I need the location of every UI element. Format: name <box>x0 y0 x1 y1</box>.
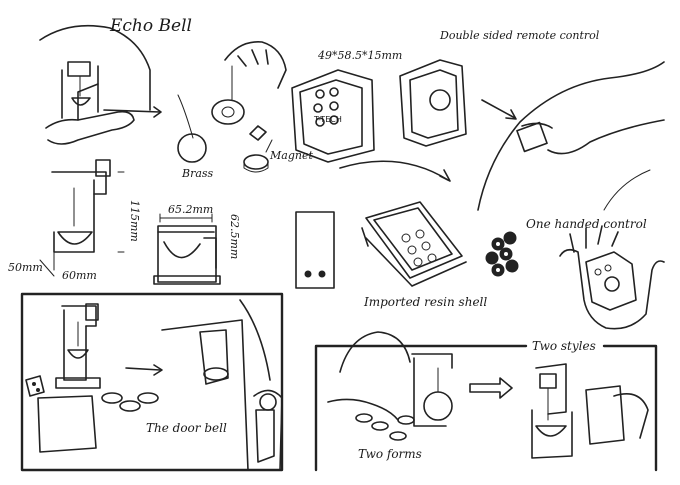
buttons-cluster-sketch <box>485 231 519 277</box>
front-dimension-view <box>39 159 125 277</box>
remote-brand-label: T-TECH <box>314 115 342 124</box>
two-styles-label: Two styles <box>532 339 596 353</box>
height-dim-label: 115mm <box>128 200 141 242</box>
hand-with-magnet-sketch <box>211 41 287 173</box>
door-bell-sketch <box>25 299 283 471</box>
magnet-label: Magnet <box>270 149 313 162</box>
remote-back-sketch <box>399 59 467 147</box>
depth-dim-label: 50mm <box>8 261 43 274</box>
arrow-to-wrist <box>481 99 517 120</box>
shell-plate-sketch <box>295 211 335 289</box>
arrow-to-brass <box>103 106 162 118</box>
width-dim-label: 60mm <box>62 269 97 282</box>
page-title: Echo Bell <box>110 16 192 36</box>
one-handed-control-sketch <box>559 225 665 330</box>
door-bell-label: The door bell <box>146 421 227 435</box>
brass-pendant-sketch <box>177 94 207 163</box>
remote-dims-label: 49*58.5*15mm <box>318 49 403 62</box>
magnet-arrow <box>265 139 273 153</box>
side-dimension-view <box>153 213 221 285</box>
hand-holding-bell-sketch <box>39 24 151 145</box>
two-styles-frame <box>314 344 658 472</box>
curved-arrow-remote <box>339 160 451 182</box>
door-bell-frame <box>20 292 284 472</box>
resin-shell-sketch <box>361 201 467 287</box>
resin-shell-label: Imported resin shell <box>364 295 488 309</box>
one-handed-label: One handed control <box>526 217 647 231</box>
bell-width-dim-label: 65.2mm <box>168 203 214 216</box>
bell-height-dim-label: 62.5mm <box>228 214 241 260</box>
remote-front-sketch <box>291 69 375 163</box>
two-styles-sketch <box>327 331 649 459</box>
remote-title-label: Double sided remote control <box>440 29 600 42</box>
two-forms-label: Two forms <box>358 447 422 461</box>
arm-with-wrist-remote-sketch <box>477 61 665 211</box>
brass-label: Brass <box>182 167 214 180</box>
